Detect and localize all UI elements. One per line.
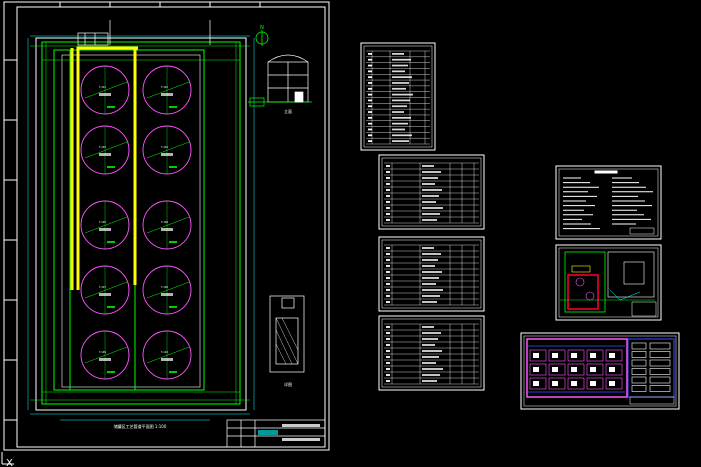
site-plan-sheet xyxy=(555,244,662,321)
material-table-sheet-4 xyxy=(378,315,485,391)
tank: T-108 xyxy=(142,265,192,315)
top-manifold xyxy=(77,20,211,46)
tank-label: T-106 xyxy=(161,220,168,224)
tank-label: T-102 xyxy=(161,85,168,89)
tank-label: T-105 xyxy=(99,220,106,224)
electrical-sheet xyxy=(520,332,680,410)
frame-ticks xyxy=(4,2,261,421)
tank-label: T-104 xyxy=(161,145,168,149)
tank-label: T-110 xyxy=(161,350,168,354)
tank: T-103 xyxy=(80,125,130,175)
elevation-view xyxy=(248,54,312,107)
site-boundary xyxy=(35,37,247,411)
north-arrow-label: N xyxy=(260,25,264,31)
main-pipe xyxy=(70,46,138,290)
tank-label: T-108 xyxy=(161,285,168,289)
detail-caption: 详图 xyxy=(284,381,292,387)
tank: T-105 xyxy=(80,200,130,250)
tank-bay xyxy=(61,54,201,388)
dimension-lines xyxy=(27,35,255,421)
tank: T-102 xyxy=(142,65,192,115)
table-sheets xyxy=(360,42,485,391)
tank: T-109 xyxy=(80,330,130,380)
tank: T-110 xyxy=(142,330,192,380)
tank-label: T-107 xyxy=(99,285,106,289)
tank: T-106 xyxy=(142,200,192,250)
tank: T-101 xyxy=(80,65,130,115)
tank-label: T-109 xyxy=(99,350,106,354)
tank: T-104 xyxy=(142,125,192,175)
material-table-sheet-1 xyxy=(360,42,436,151)
ucs-x-label: X xyxy=(6,458,13,467)
title-block xyxy=(226,419,326,448)
ucs-axis-icon: X xyxy=(1,452,14,467)
tank-label: T-101 xyxy=(99,85,106,89)
column-pipes xyxy=(69,50,136,390)
dike-outer xyxy=(41,41,241,405)
material-table-sheet-3 xyxy=(378,236,485,312)
tank-label: T-103 xyxy=(99,145,106,149)
notes-sheet xyxy=(555,165,662,240)
sheet-inner-frame xyxy=(16,6,326,448)
material-table-sheet-2 xyxy=(378,154,485,230)
elevation-caption: 立面 xyxy=(284,108,292,114)
sheet-outer-frame xyxy=(3,1,330,451)
dike-inner xyxy=(53,49,205,391)
small-detail xyxy=(269,295,305,373)
plan-title: 储罐区工艺管道平面图 1:100 xyxy=(114,423,167,429)
tank: T-107 xyxy=(80,265,130,315)
grid-lines xyxy=(30,42,250,404)
north-arrow-icon: N xyxy=(255,25,269,46)
